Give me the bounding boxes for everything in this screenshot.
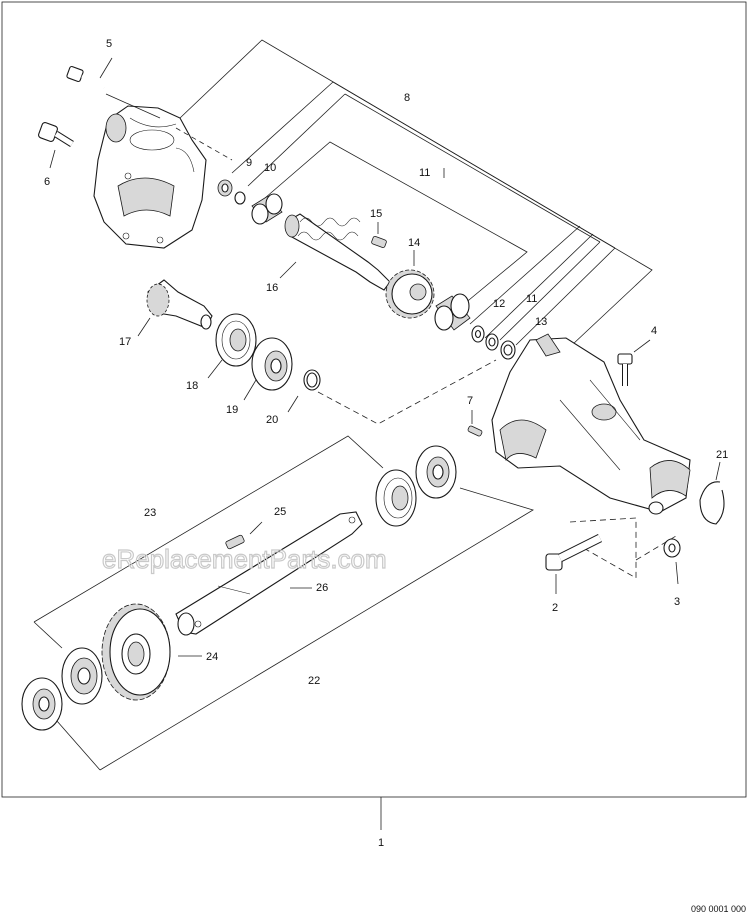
part-3-washer [663,538,681,585]
part-15-key [371,222,387,248]
assembly-frame [1,1,747,830]
part-14-gear [385,250,435,319]
output-bearing-upper-1 [375,469,417,527]
callout-21: 21 [716,449,728,461]
callout-6: 6 [44,176,50,188]
callout-5: 5 [106,38,112,50]
callout-11b: 11 [526,293,537,305]
callout-20: 20 [266,414,278,426]
drawing-code: 090 0001 000 [691,904,746,914]
gearbox-housing [491,333,691,515]
callout-13: 13 [535,316,547,328]
part-10-washer [234,191,246,205]
callout-3: 3 [674,596,680,608]
group-bracket-9 [231,81,616,346]
part-7-pin [467,410,483,437]
callout-7: 7 [467,395,473,407]
part-21-circlip [699,461,725,525]
callout-10: 10 [264,162,276,174]
part-5-bolt [66,57,113,90]
callout-4: 4 [651,325,657,337]
part-24-gear [101,603,202,701]
callout-26: 26 [316,582,328,594]
callout-8: 8 [404,92,410,104]
callout-18: 18 [186,380,198,392]
callout-17: 17 [119,336,131,348]
callout-14: 14 [408,237,420,249]
part-4-screw [617,339,651,386]
callout-1: 1 [378,837,384,849]
part-6-bolt [38,122,74,169]
group-bracket-11 [264,141,594,339]
callout-12: 12 [493,298,505,310]
part-19-bearing [243,337,293,401]
part-11b-bushing [434,293,471,331]
gearbox-cover [93,93,233,249]
output-bearing-lower-1 [61,647,103,705]
callout-25: 25 [274,506,286,518]
callout-2: 2 [552,602,558,614]
callout-9: 9 [246,157,252,169]
callout-labels: 1 2 3 4 5 6 7 8 9 10 11 11 12 13 14 15 1… [44,38,728,849]
group-bracket-22-23 [27,435,534,771]
output-bearing-lower-2 [21,677,63,731]
part-16-worm-shaft [279,213,391,291]
part-25-key [225,521,263,550]
callout-23: 23 [144,507,156,519]
part-12-washer [471,325,485,343]
watermark-text: eReplacementParts.com [102,544,387,574]
output-bearing-upper-2 [415,445,457,499]
callout-11a: 11 [419,167,430,179]
housing-dashed-links [317,359,677,579]
part-17-pinion [137,279,213,337]
part-11-bushing [251,193,283,225]
part-18-bearing [207,313,257,379]
callout-19: 19 [226,404,238,416]
part-9-ring [217,179,233,197]
part-2-bolt [545,533,603,594]
part-20-circlip [287,369,321,413]
group-bracket-10 [247,93,601,341]
part-13-ring [500,340,516,360]
part-26-output-shaft [175,511,363,636]
leader-lines [443,168,445,178]
callout-16: 16 [266,282,278,294]
callout-24: 24 [206,651,218,663]
callout-15: 15 [370,208,382,220]
callout-22: 22 [308,675,320,687]
part-12b-washer [485,333,499,351]
